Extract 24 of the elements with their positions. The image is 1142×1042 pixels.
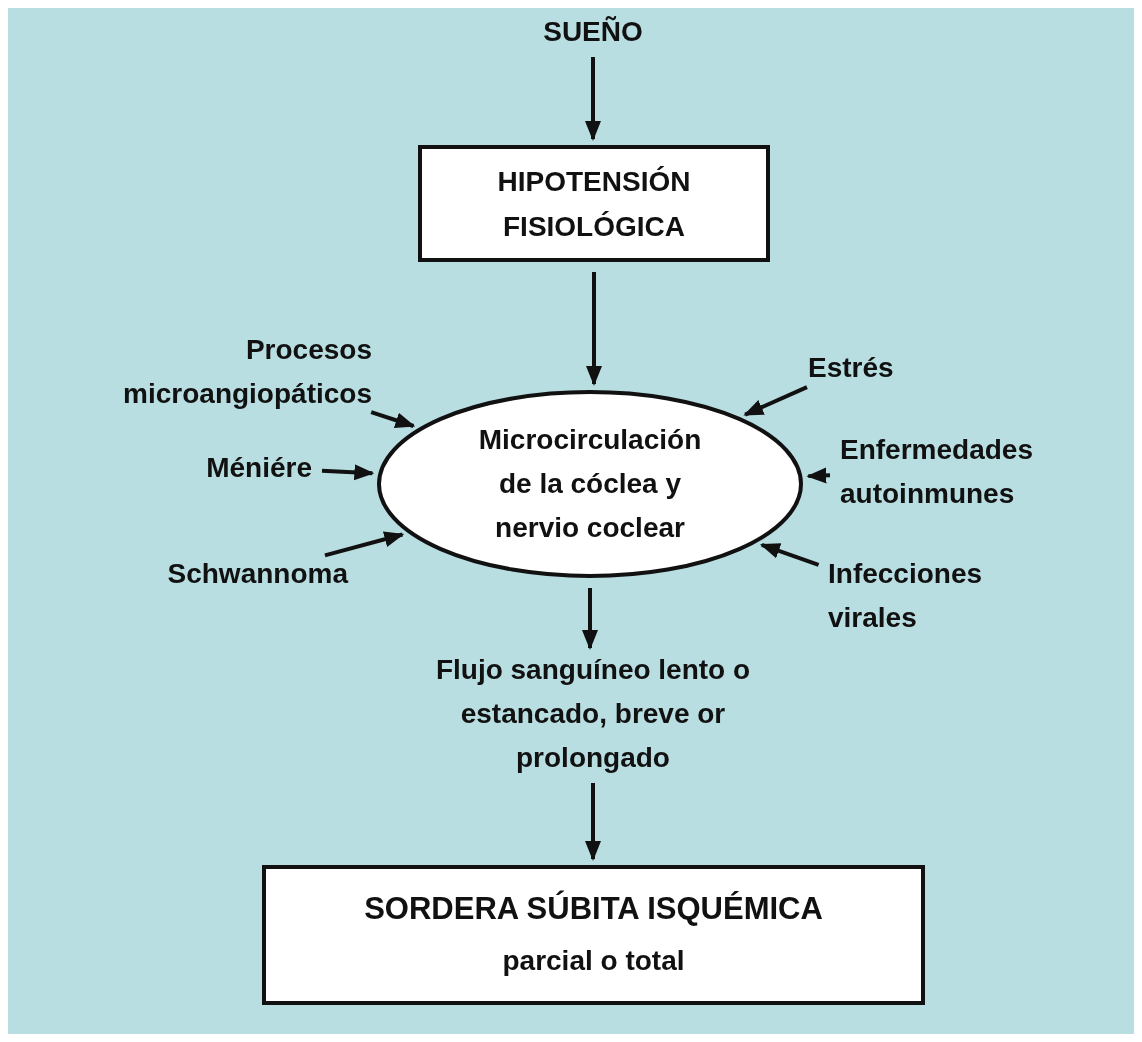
arrow [806, 467, 831, 484]
node-text: Méniére [100, 446, 312, 490]
arrow [585, 57, 601, 141]
node-text: HIPOTENSIÓN FISIOLÓGICA [496, 164, 692, 244]
node-text: Estrés [808, 346, 968, 390]
arrow [370, 410, 416, 428]
process-box [262, 865, 925, 1005]
node-text: Procesos microangiopáticos [52, 328, 372, 416]
arrow [321, 464, 375, 481]
node-text: Microcirculación de la cóclea y nervio coclear [477, 423, 703, 545]
node-text: Enfermedades autoinmunes [840, 428, 1136, 516]
process-box [418, 145, 770, 262]
node-text: Schwannoma [38, 552, 348, 596]
node-text: parcial o total [502, 944, 685, 978]
node-text: SUEÑO [493, 10, 693, 54]
node-text: Infecciones virales [828, 552, 1028, 640]
arrow [586, 272, 602, 386]
arrow [582, 588, 598, 650]
arrow [759, 542, 820, 567]
node-text: Flujo sanguíneo lento o estancado, breve or prolongado [418, 648, 768, 780]
node-text: SORDERA SÚBITA ISQUÉMICA [364, 889, 823, 928]
arrow [585, 783, 601, 861]
arrow [743, 385, 808, 417]
arrow [324, 531, 405, 558]
